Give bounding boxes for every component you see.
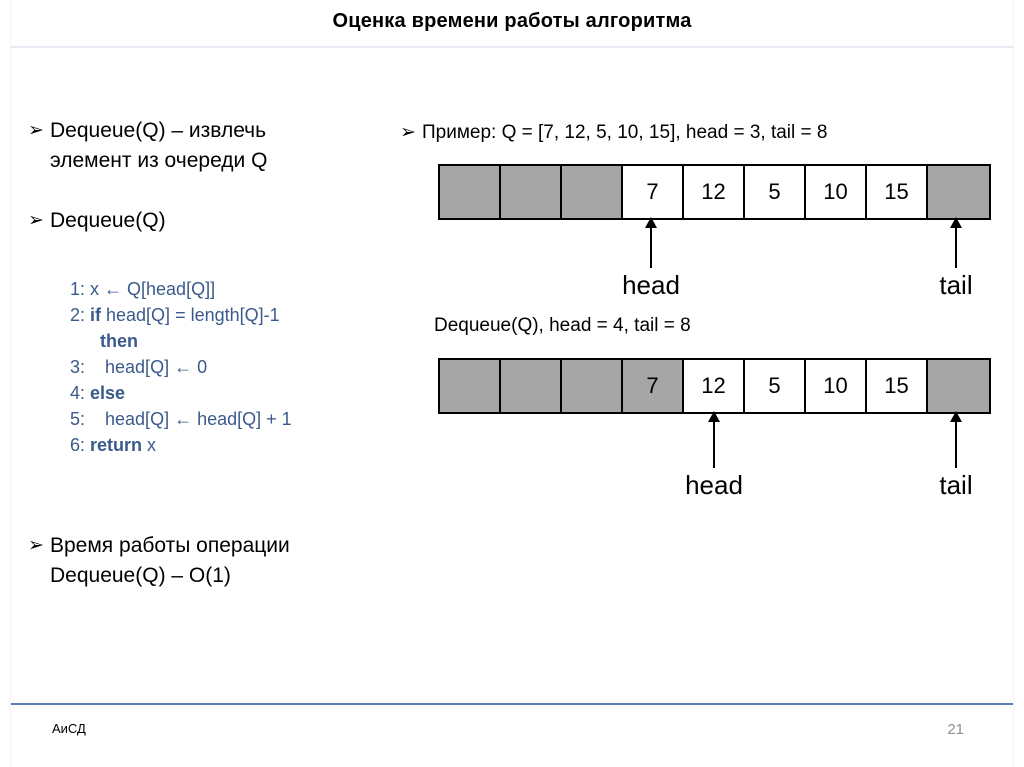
bullet-text: Время работы операции Dequeue(Q) – O(1)	[50, 534, 290, 587]
pointer-stem	[713, 420, 715, 468]
pseudocode-keyword: if	[90, 305, 102, 325]
array-cell	[562, 166, 623, 218]
bullet-arrow-icon: ➢	[28, 210, 44, 231]
page-title: Оценка времени работы алгоритма	[332, 10, 692, 32]
bullet-arrow-icon: ➢	[400, 122, 416, 143]
bullet-arrow-icon: ➢	[28, 120, 44, 141]
pseudocode-line-number	[70, 331, 85, 351]
pseudocode-line-number: 1:	[70, 279, 91, 299]
pseudocode-line: 1: x ← Q[head[Q]]	[70, 276, 430, 302]
pseudocode-keyword: return	[90, 435, 143, 455]
array-cell: 7	[623, 360, 684, 412]
bullet-example: ➢ Пример: Q = [7, 12, 5, 10, 15], head =…	[400, 118, 1000, 148]
bullet-running-time: ➢ Время работы операции Dequeue(Q) – O(1…	[28, 531, 408, 591]
pseudocode-body: x	[142, 435, 157, 455]
pseudocode-body: head[Q] ← 0	[90, 357, 208, 377]
bullet-dequeue-description: ➢ Dequeue(Q) – извлечь элемент из очеред…	[28, 116, 388, 176]
header-divider	[11, 46, 1013, 48]
array-cell	[501, 360, 562, 412]
array-cell	[562, 360, 623, 412]
pseudocode-keyword: then	[100, 331, 139, 351]
tail-label: tail	[939, 270, 973, 300]
pseudocode-line: 4: else	[70, 380, 430, 406]
pseudocode-line: 3: head[Q] ← 0	[70, 354, 430, 380]
pseudocode-line-number: 4:	[70, 383, 91, 403]
array-cell: 10	[806, 166, 867, 218]
array-cell: 5	[745, 166, 806, 218]
array-cell	[928, 360, 989, 412]
array-cell	[440, 166, 501, 218]
tail-label: tail	[939, 470, 973, 500]
head-label: head	[622, 270, 680, 300]
array-cell: 12	[684, 166, 745, 218]
array-cell: 15	[867, 360, 928, 412]
pointer-stem	[650, 226, 652, 268]
bullet-text: Dequeue(Q) – извлечь элемент из очереди …	[50, 119, 268, 172]
right-border-line	[1013, 0, 1014, 767]
pseudocode-keyword: else	[90, 383, 126, 403]
array-cell: 15	[867, 166, 928, 218]
arrow-up-icon	[645, 217, 657, 228]
pseudocode-line: 5: head[Q] ← head[Q] + 1	[70, 406, 430, 432]
array-cell: 5	[745, 360, 806, 412]
arrow-up-icon	[708, 411, 720, 422]
bullet-dequeue-name: ➢ Dequeue(Q)	[28, 206, 388, 236]
array-cell	[501, 166, 562, 218]
head-label: head	[685, 470, 743, 500]
array-cell: 7	[623, 166, 684, 218]
left-border-line	[10, 0, 11, 767]
pseudocode-line: 2: if head[Q] = length[Q]-1	[70, 302, 430, 328]
pseudocode-body: head[Q] ← head[Q] + 1	[90, 409, 292, 429]
pointer-stem	[955, 420, 957, 468]
pseudocode-indent	[85, 331, 100, 351]
footer-divider	[11, 703, 1013, 705]
arrow-up-icon	[950, 217, 962, 228]
dequeue-caption: Dequeue(Q), head = 4, tail = 8	[434, 315, 691, 336]
pseudocode-line-number: 5:	[70, 409, 91, 429]
pseudocode-block: 1: x ← Q[head[Q]]2: if head[Q] = length[…	[70, 276, 430, 458]
array-cell	[440, 360, 501, 412]
footer-label: АиСД	[52, 721, 86, 736]
bullet-text: Пример: Q = [7, 12, 5, 10, 15], head = 3…	[422, 122, 828, 143]
page-number: 21	[947, 721, 964, 738]
array-cell	[928, 166, 989, 218]
pseudocode-body: head[Q] = length[Q]-1	[101, 305, 280, 325]
pseudocode-line-number: 3:	[70, 357, 91, 377]
bullet-text: Dequeue(Q)	[50, 209, 166, 232]
array-cell: 12	[684, 360, 745, 412]
bullet-arrow-icon: ➢	[28, 535, 44, 556]
pseudocode-line-number: 6:	[70, 435, 91, 455]
pseudocode-line-number: 2:	[70, 305, 91, 325]
pseudocode-line: 6: return x	[70, 432, 430, 458]
pointer-stem	[955, 226, 957, 268]
pseudocode-body: x ← Q[head[Q]]	[90, 279, 216, 299]
arrow-up-icon	[950, 411, 962, 422]
pseudocode-line: then	[70, 328, 430, 354]
array-cell: 10	[806, 360, 867, 412]
